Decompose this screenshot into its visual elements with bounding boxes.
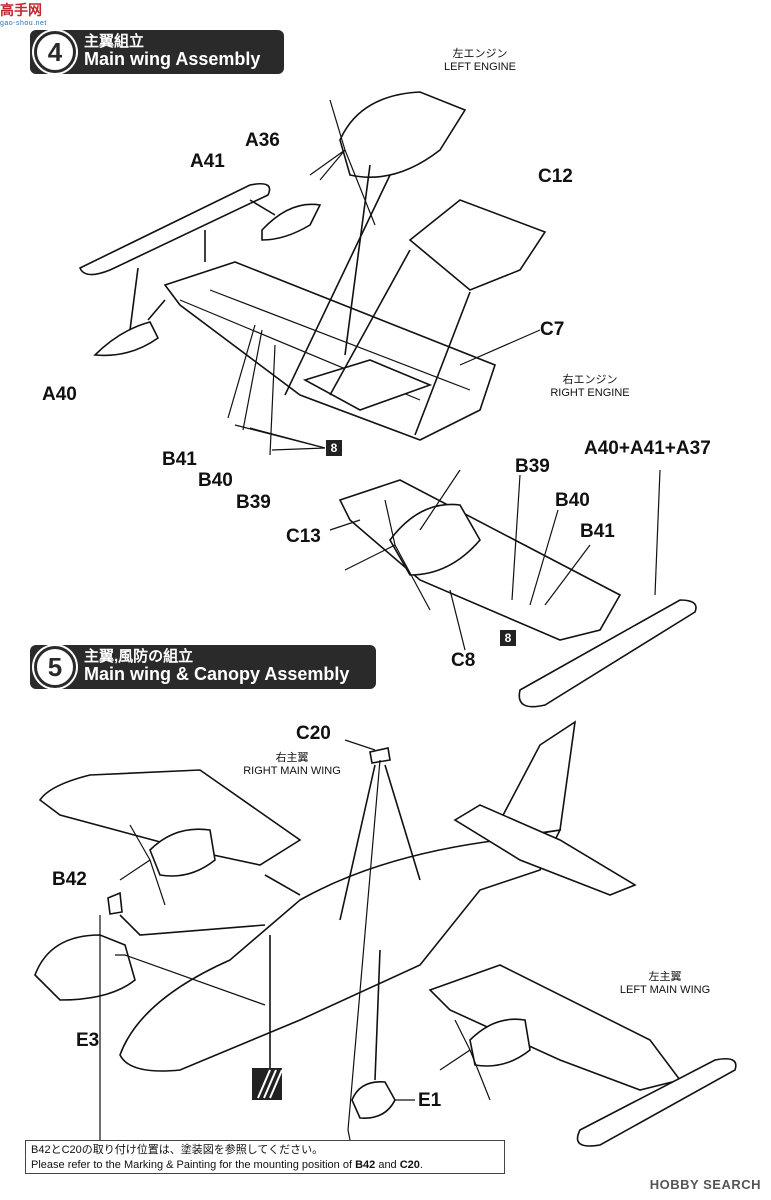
note-en-and: and	[375, 1159, 400, 1171]
step5-header: 5 主翼,風防の組立 Main wing & Canopy Assembly	[30, 645, 376, 689]
right-main-wing-label: 右主翼 RIGHT MAIN WING	[232, 752, 352, 778]
label-b40-right: B40	[555, 490, 590, 511]
part-e3-shape	[34, 934, 136, 1001]
watermark-logo: 高手网	[0, 2, 42, 18]
right-wing-engine	[149, 828, 216, 877]
part-a41-shape	[78, 182, 271, 276]
tip-tank-right	[518, 599, 697, 708]
label-c13: C13	[286, 526, 321, 547]
part-a40-shape	[93, 321, 160, 357]
left-wing-en: LEFT MAIN WING	[619, 984, 711, 997]
watermark: 高手网 gao-shou.net	[0, 0, 47, 27]
mounting-note: B42とC20の取り付け位置は、塗装図を参照してください。 Please ref…	[25, 1140, 505, 1174]
left-main-wing-shape	[428, 964, 682, 1091]
arrow-icon	[264, 874, 301, 896]
right-engine-shape	[389, 503, 481, 576]
label-b41-right: B41	[580, 521, 615, 542]
label-b39: B39	[236, 492, 271, 513]
step4-number: 4	[34, 31, 76, 73]
step4-title-jp: 主翼組立	[84, 32, 145, 50]
label-c20: C20	[296, 723, 331, 744]
step5-title-jp: 主翼,風防の組立	[84, 647, 194, 665]
part-c20-shape	[369, 747, 391, 764]
watermark-domain: gao-shou.net	[0, 20, 47, 27]
badge-8-step4: 8	[326, 440, 342, 456]
right-wing-en: RIGHT MAIN WING	[243, 765, 341, 778]
label-b39-right: B39	[515, 456, 550, 477]
left-engine-shape	[339, 91, 467, 178]
tip-tank-left-step5	[576, 1057, 737, 1147]
note-jp: B42とC20の取り付け位置は、塗装図を参照してください。	[31, 1144, 324, 1156]
left-main-wing-label: 左主翼 LEFT MAIN WING	[600, 971, 730, 997]
badge-8-step4-right: 8	[500, 630, 516, 646]
label-c7: C7	[540, 319, 565, 340]
left-engine-jp: 左エンジン	[452, 48, 508, 60]
part-a36-shape	[261, 203, 322, 241]
left-wing-jp: 左主翼	[648, 971, 682, 983]
part-e1-shape	[351, 1081, 396, 1119]
right-engine-en: RIGHT ENGINE	[550, 387, 630, 400]
part-c12-shape	[408, 199, 547, 291]
part-b42-shape	[107, 891, 123, 915]
label-e1: E1	[418, 1090, 442, 1111]
wing-left-step4	[163, 261, 496, 441]
step4-header: 4 主翼組立 Main wing Assembly	[30, 30, 284, 74]
note-en-c20: C20	[399, 1159, 420, 1171]
step5-number: 5	[34, 646, 76, 688]
hobby-search-logo: HOBBY SEARCH	[649, 1177, 761, 1192]
label-e3: E3	[76, 1030, 100, 1051]
horizontal-tail-shape	[453, 804, 637, 896]
stripe-icon	[252, 1068, 283, 1100]
label-b41: B41	[162, 449, 197, 470]
label-a40: A40	[42, 384, 77, 405]
label-b40: B40	[198, 470, 233, 491]
right-engine-jp: 右エンジン	[562, 374, 618, 386]
note-en: Please refer to the Marking & Painting f…	[31, 1158, 499, 1173]
label-a41: A41	[190, 151, 225, 172]
step5-title-en: Main wing & Canopy Assembly	[84, 664, 350, 685]
left-engine-label: 左エンジン LEFT ENGINE	[420, 48, 540, 74]
label-c12: C12	[538, 166, 573, 187]
note-en-b42: B42	[355, 1159, 376, 1171]
note-en-end: .	[419, 1159, 423, 1171]
note-en-prefix: Please refer to the Marking & Painting f…	[31, 1159, 356, 1171]
left-wing-engine	[469, 1018, 531, 1067]
step4-title-en: Main wing Assembly	[84, 49, 261, 70]
label-b42: B42	[52, 869, 87, 890]
right-wing-jp: 右主翼	[275, 752, 309, 764]
right-main-wing-shape	[38, 769, 302, 866]
right-engine-label: 右エンジン RIGHT ENGINE	[535, 374, 645, 400]
left-engine-en: LEFT ENGINE	[444, 61, 516, 74]
label-c8: C8	[451, 650, 476, 671]
label-a36: A36	[245, 130, 280, 151]
part-c7-shape	[302, 359, 433, 411]
label-a40-a41-a37: A40+A41+A37	[584, 438, 711, 459]
fuselage-shape	[119, 828, 562, 1072]
